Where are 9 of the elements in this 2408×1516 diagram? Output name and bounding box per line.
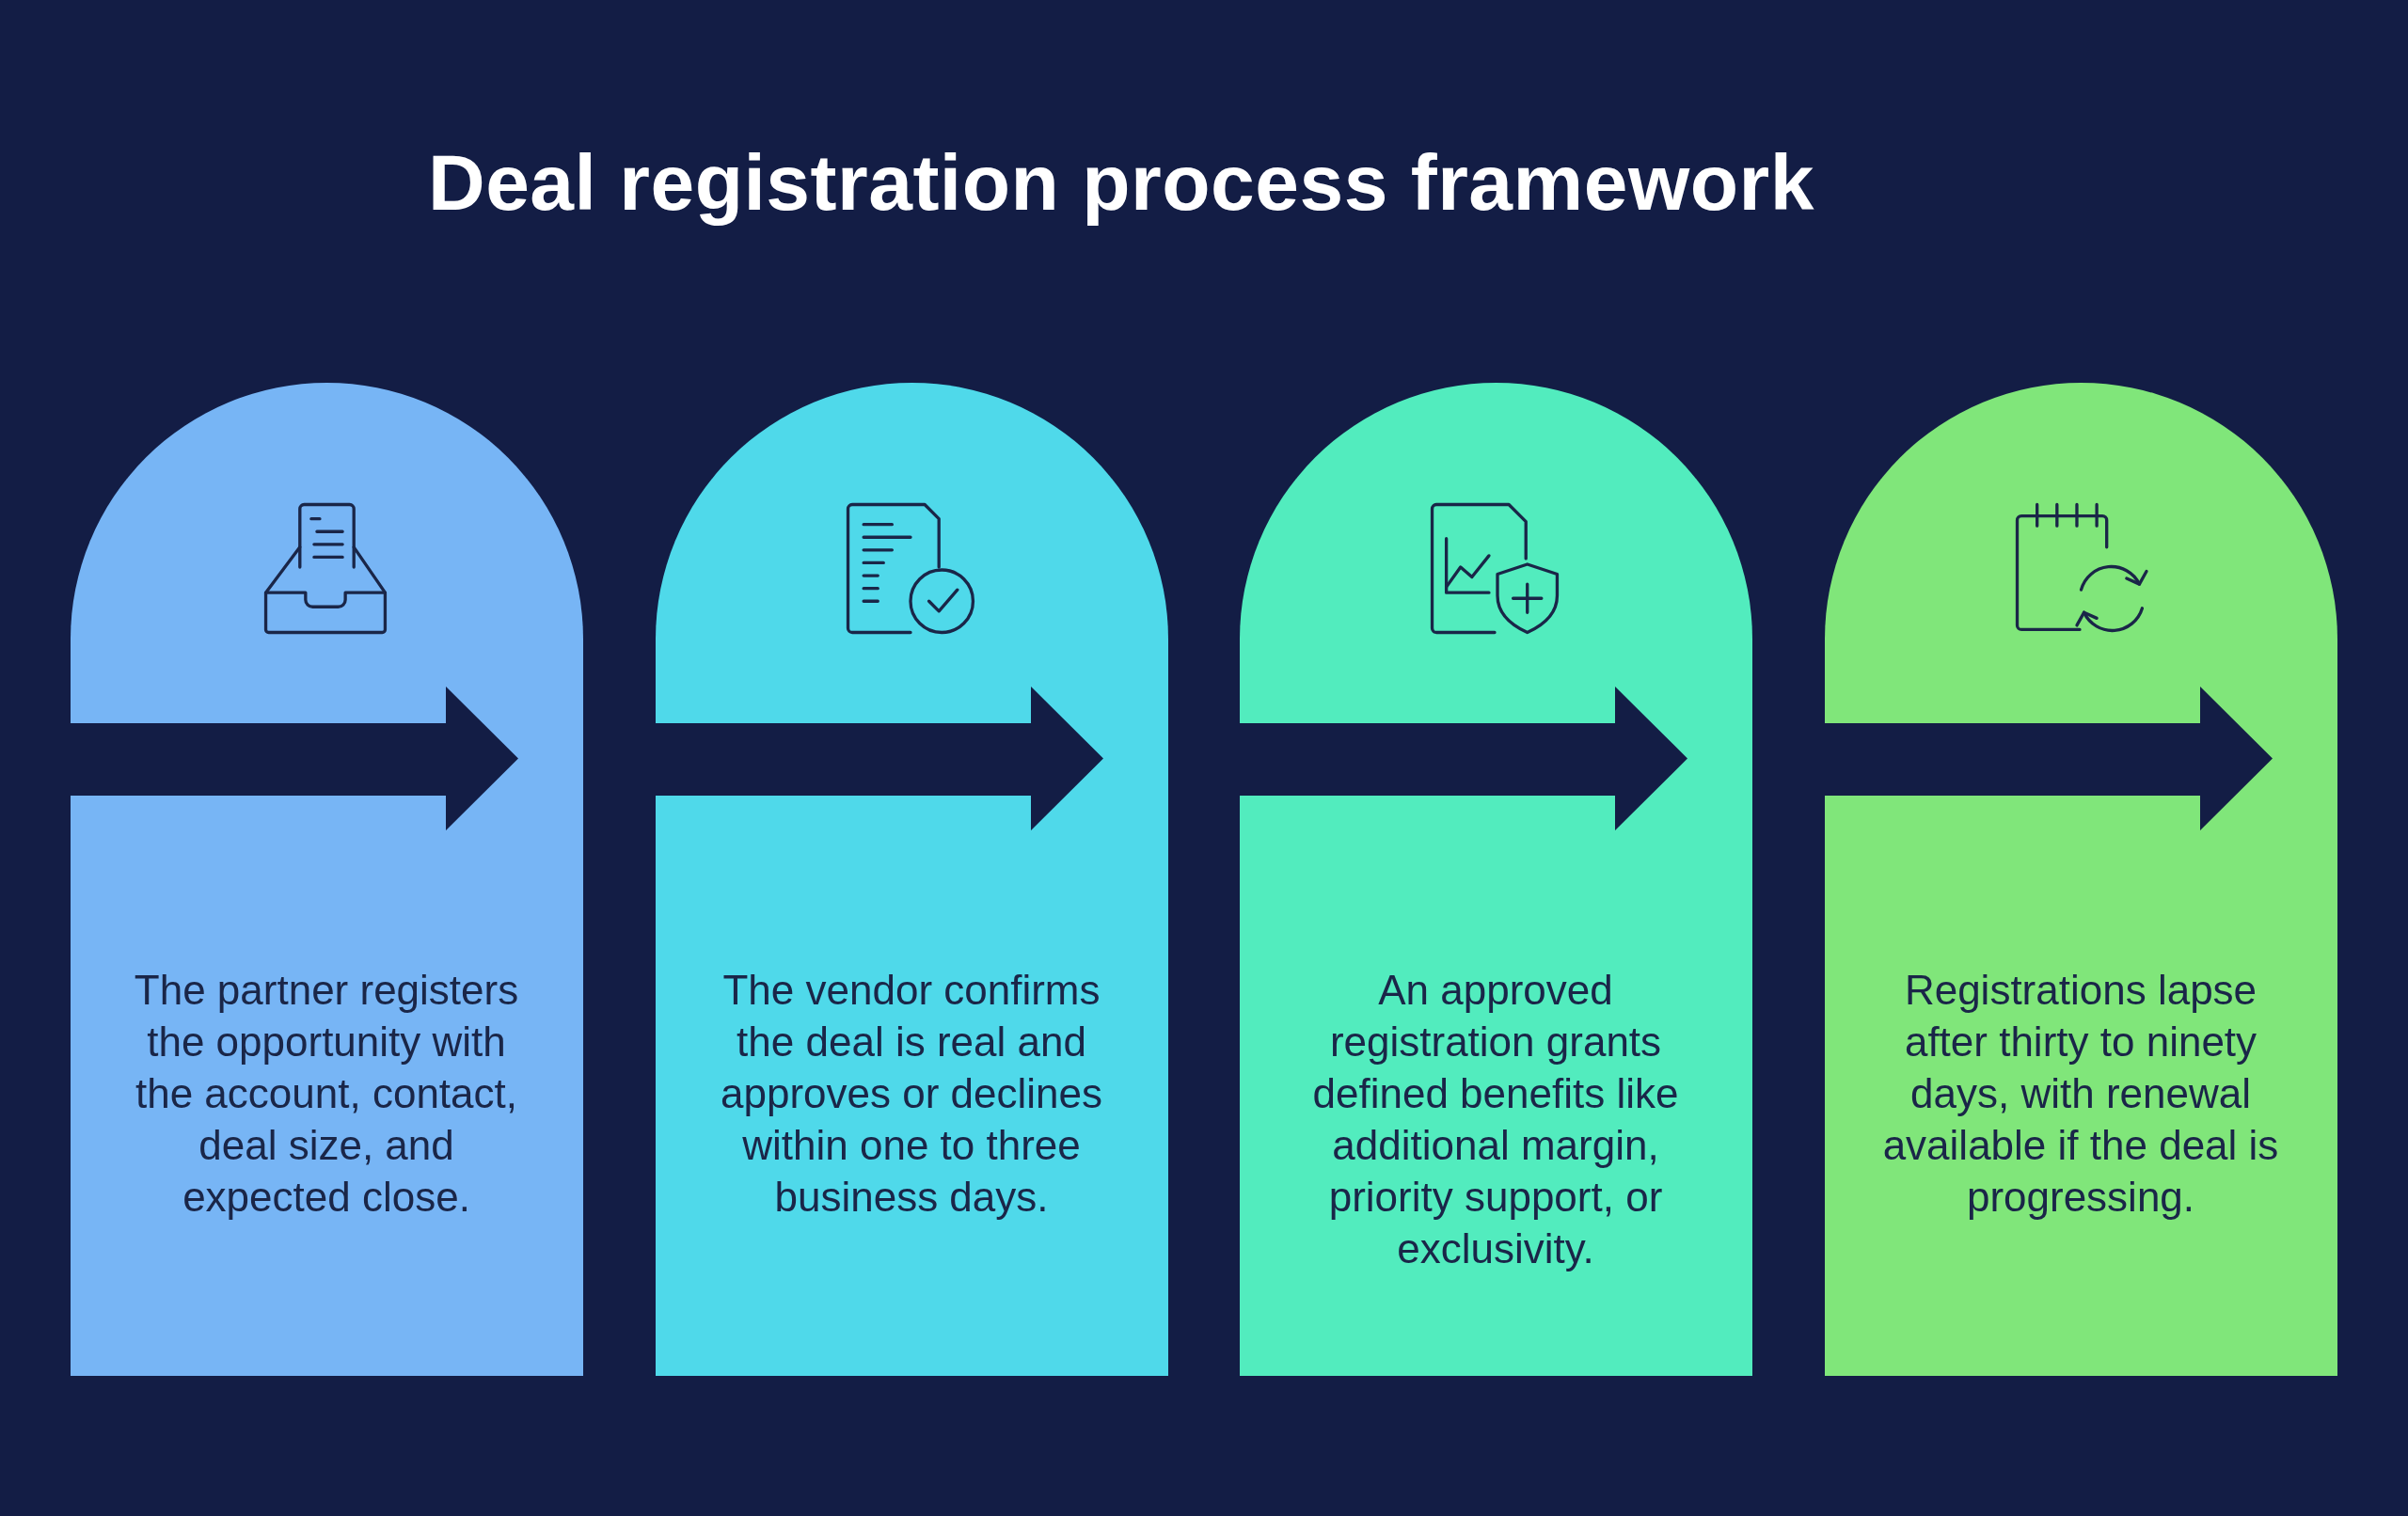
arch-panel	[71, 383, 583, 1376]
arch-panel	[1240, 383, 1752, 1376]
arch-panel	[1825, 383, 2337, 1376]
arch-panel	[656, 383, 1168, 1376]
step-description: The vendor confirms the deal is real and approves or declines within one to three business days.	[720, 966, 1103, 1222]
step-description: An approved registration grants defined benefits like additional margin, priority support, or exclusivity.	[1311, 966, 1680, 1273]
title: Deal registration process framework	[428, 139, 1814, 227]
step-description: The partner registers the opportunity with the account, contact, deal size, and expected close.	[133, 966, 520, 1222]
step-description: Registrations lapse after thirty to ninety days, with renewal available if the deal is progressing.	[1881, 966, 2280, 1222]
